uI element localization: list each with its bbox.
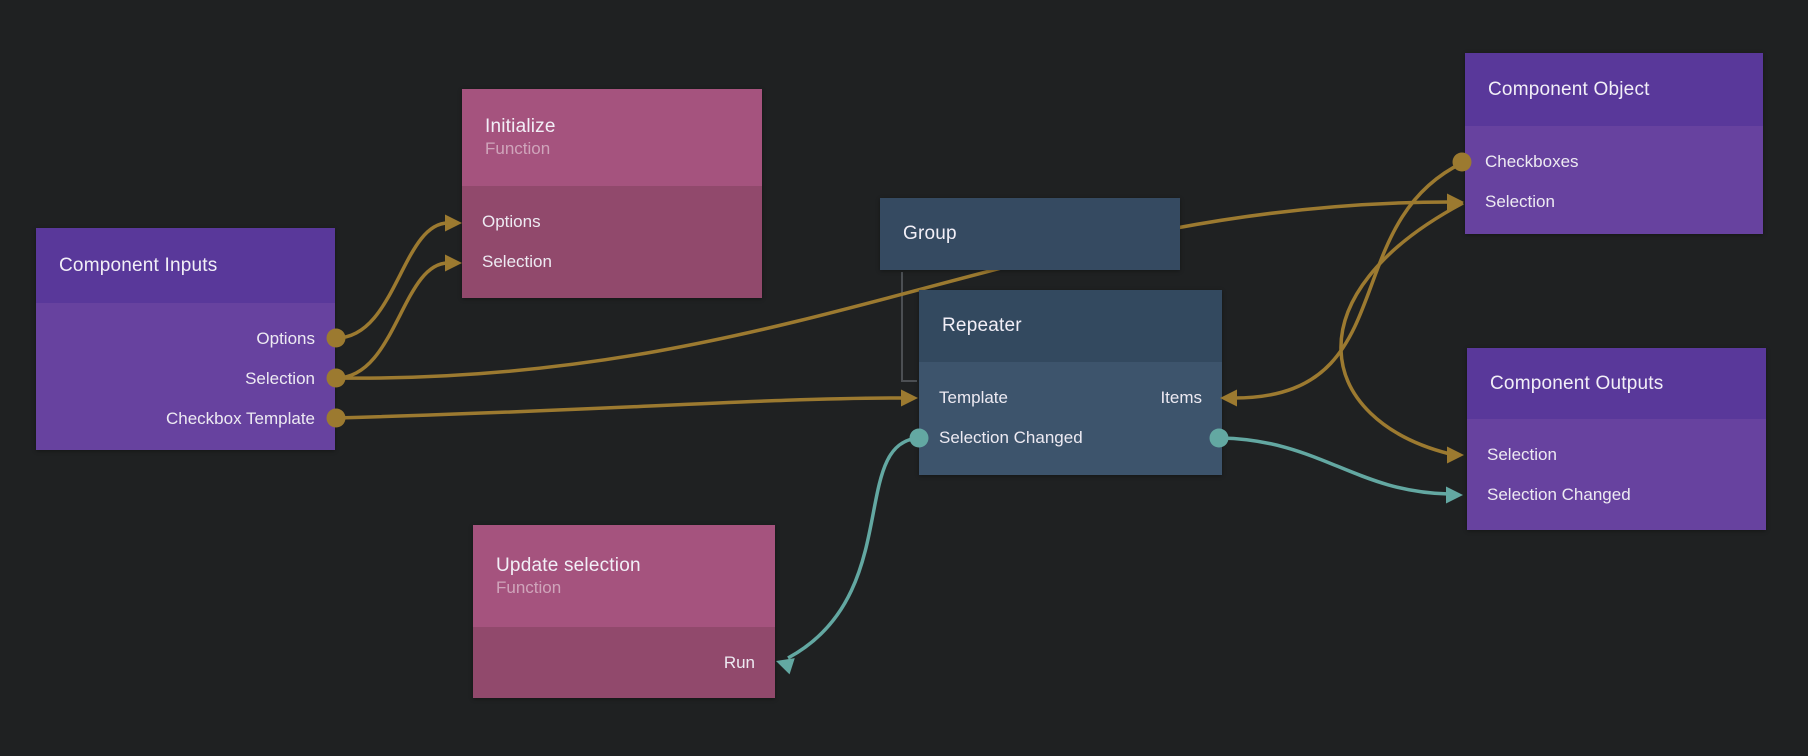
wire-inputs-options-to-initialize-options[interactable] [335, 221, 449, 340]
port-selection[interactable]: Selection [245, 369, 315, 388]
node-title: Component Outputs [1490, 372, 1664, 394]
port-selection[interactable]: Selection [1485, 192, 1555, 211]
wire-inputs-selection-to-object-selection[interactable] [335, 200, 1451, 380]
node-update-selection[interactable]: Update selection Function Run [473, 525, 775, 698]
node-group[interactable]: Group [880, 198, 1180, 270]
node-title: Update selection [496, 554, 641, 576]
node-component-object[interactable]: Component Object Checkboxes Selection [1465, 53, 1763, 234]
node-subtitle: Function [485, 139, 551, 158]
wire-repeater-selectionchanged-to-outputs-selectionchanged[interactable] [1220, 436, 1450, 496]
wire-object-selection-to-outputs-selection[interactable] [1339, 201, 1464, 456]
wire-repeater-selectionchanged-to-update-run[interactable] [787, 436, 920, 660]
port-options[interactable]: Options [256, 329, 315, 348]
port-run[interactable]: Run [723, 653, 755, 672]
node-title: Group [903, 223, 957, 244]
node-title: Initialize [485, 116, 556, 137]
port-checkboxes[interactable]: Checkboxes [1485, 152, 1579, 171]
port-selection-changed[interactable]: Selection Changed [1487, 485, 1631, 504]
port-checkbox-template[interactable]: Checkbox Template [166, 409, 315, 428]
node-repeater[interactable]: Repeater Template Items Selection Change… [919, 290, 1222, 475]
wire-object-checkboxes-to-repeater-items[interactable] [1233, 161, 1463, 400]
node-title: Component Object [1488, 78, 1650, 100]
port-selection[interactable]: Selection [1487, 445, 1557, 464]
hierarchy-line-group-repeater [901, 272, 917, 382]
node-title: Component Inputs [59, 254, 218, 276]
wire-inputs-selection-to-initialize-selection[interactable] [335, 261, 449, 380]
node-initialize[interactable]: Initialize Function Options Selection [462, 89, 762, 298]
port-items[interactable]: Items [1160, 388, 1202, 407]
wire-inputs-checkboxtemplate-to-repeater-template[interactable] [335, 396, 905, 420]
node-title: Repeater [942, 315, 1022, 336]
port-options[interactable]: Options [482, 212, 541, 231]
port-selection[interactable]: Selection [482, 252, 552, 271]
node-subtitle: Function [496, 577, 562, 597]
port-template[interactable]: Template [939, 388, 1008, 407]
node-component-outputs[interactable]: Component Outputs Selection Selection Ch… [1467, 348, 1766, 530]
port-selection-changed[interactable]: Selection Changed [939, 428, 1083, 447]
node-component-inputs[interactable]: Component Inputs Options Selection Check… [36, 228, 335, 450]
